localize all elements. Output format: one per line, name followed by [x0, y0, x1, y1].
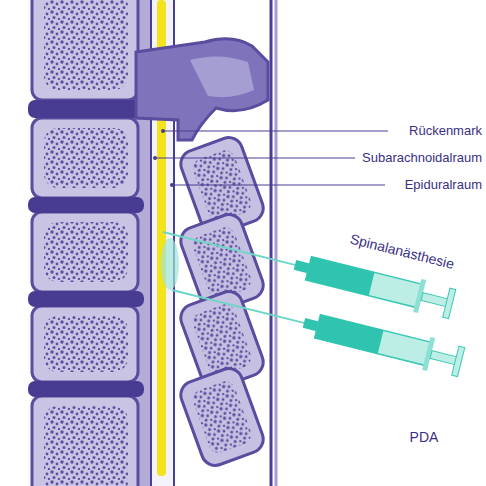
spongy-bone [44, 0, 128, 90]
spinous-process [136, 39, 268, 140]
leader-dot [161, 129, 165, 133]
vertebral-bodies [32, 0, 138, 486]
plunger-rod [421, 293, 449, 307]
anatomy-label: Epiduralraum [405, 178, 482, 192]
disc [28, 197, 144, 213]
syringe [159, 216, 456, 321]
syringe-liquid [315, 315, 384, 354]
anatomy-label: Subarachnoidalraum [362, 151, 482, 165]
vertebral-body [32, 396, 138, 486]
intervertebral-discs [28, 100, 144, 397]
spongy-bone [44, 128, 128, 188]
disc [28, 291, 144, 307]
leader-line [163, 131, 388, 132]
plunger-thumb [452, 346, 465, 377]
spongy-bone [44, 406, 128, 486]
vertebral-body [32, 0, 138, 100]
disc [28, 100, 144, 118]
spongy-bone [190, 301, 254, 378]
spongy-bone [44, 316, 128, 372]
leader-dot [153, 156, 157, 160]
needle [172, 290, 308, 324]
plunger-rod [430, 351, 458, 365]
spinous-process-highlight [190, 56, 254, 97]
spongy-bone [190, 378, 254, 455]
leader-line [172, 185, 385, 186]
spongy-bone [190, 224, 254, 301]
leader-lines [153, 129, 388, 187]
needle [163, 232, 299, 266]
skin-line [270, 0, 273, 486]
syringe-liquid [306, 257, 375, 296]
vertebral-body [32, 212, 138, 292]
syringe-barrel [315, 315, 432, 366]
leader-line [155, 158, 355, 159]
syringe [168, 274, 465, 379]
vertebral-body [32, 306, 138, 382]
procedure-label: PDA [410, 430, 439, 445]
spongy-bone [190, 147, 254, 224]
syringe-barrel [306, 257, 423, 308]
anatomy-label: Rückenmark [409, 124, 482, 138]
disc [28, 381, 144, 397]
skin-line [275, 0, 278, 486]
procedure-label: Spinalanästhesie [348, 232, 455, 273]
spongy-bone [44, 222, 128, 282]
lamina [177, 365, 267, 470]
leader-dot [170, 183, 174, 187]
vertebral-body [32, 118, 138, 198]
plunger-thumb [443, 288, 456, 319]
epidural-injectate [161, 238, 179, 290]
lamina-bone [177, 365, 267, 470]
